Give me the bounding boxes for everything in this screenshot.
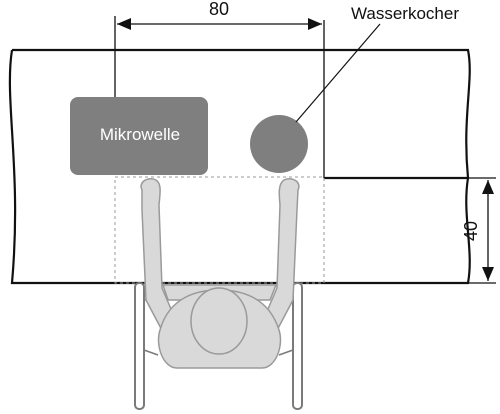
dimension-depth: 40	[461, 177, 496, 284]
kettle-label: Wasserkocher	[351, 4, 459, 23]
dimension-depth-label: 40	[461, 221, 481, 241]
microwave-label: Mikrowelle	[100, 125, 180, 144]
dimension-width-label: 80	[209, 0, 229, 19]
dimension-width: 80	[114, 0, 322, 102]
wheel-left	[134, 282, 145, 410]
head	[190, 287, 248, 355]
reach-area-dashed	[114, 176, 325, 284]
microwave-box	[70, 97, 208, 175]
kettle-leader-line	[295, 23, 381, 123]
kettle-circle	[250, 115, 308, 173]
wheelchair-user	[134, 178, 303, 410]
wheel-right	[292, 282, 303, 410]
countertop-outline	[8, 48, 471, 285]
